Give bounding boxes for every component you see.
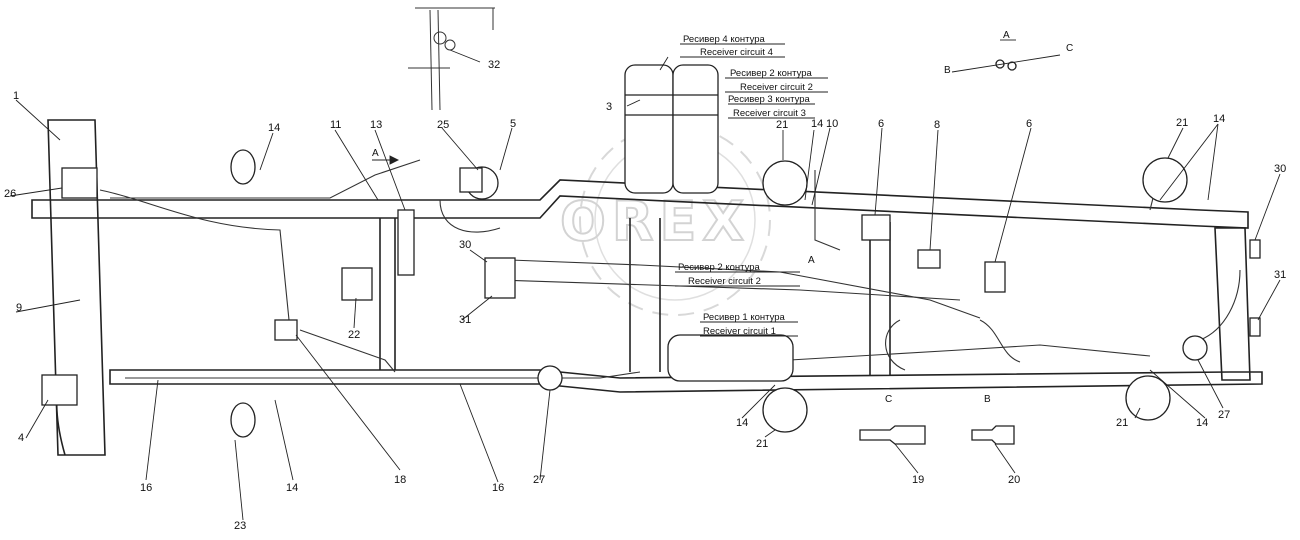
callout-14a: 14	[268, 122, 280, 134]
valve-27a	[537, 365, 563, 391]
view-c-top: C	[1066, 43, 1073, 54]
valve-26	[61, 167, 98, 199]
callout-1: 1	[13, 90, 19, 102]
valve-6b	[984, 261, 1006, 293]
callout-21a: 21	[776, 119, 788, 131]
callout-30a: 30	[459, 239, 471, 251]
pneumatic-lines	[99, 159, 1241, 379]
brake-chamber-21a	[762, 160, 808, 206]
callout-14b: 14	[811, 118, 823, 130]
callout-21d: 21	[1116, 417, 1128, 429]
label-r1-en: Receiver circuit 1	[703, 326, 776, 337]
valve-30	[1249, 239, 1261, 259]
callout-27b: 27	[1218, 409, 1230, 421]
receiver-circuit-2-tank	[672, 64, 719, 194]
callout-23: 23	[234, 520, 246, 532]
callout-27a: 27	[533, 474, 545, 486]
callout-21b: 21	[1176, 117, 1188, 129]
callout-14d: 14	[736, 417, 748, 429]
view-letters: A B C A A C B	[372, 30, 1073, 405]
label-r2b-en: Receiver circuit 2	[688, 276, 761, 287]
callout-26: 26	[4, 188, 16, 200]
label-r2-en: Receiver circuit 2	[740, 82, 813, 93]
label-r2b-ru: Ресивер 2 контура	[678, 262, 761, 273]
callout-10: 10	[826, 118, 838, 130]
callout-13: 13	[370, 119, 382, 131]
valve-8	[917, 249, 941, 269]
callout-20: 20	[1008, 474, 1020, 486]
callout-22: 22	[348, 329, 360, 341]
callouts: 1 3 4 5 6 6 8 9 10 11 13 14 14 14 14 14 …	[4, 59, 1286, 532]
callout-16a: 16	[140, 482, 152, 494]
callout-32: 32	[488, 59, 500, 71]
fitting-20	[971, 425, 1015, 445]
callout-9: 9	[16, 302, 22, 314]
callout-14c: 14	[1213, 113, 1225, 125]
receiver-circuit-4-tank	[624, 64, 674, 194]
callout-31a: 31	[459, 314, 471, 326]
label-r1-ru: Ресивер 1 контура	[703, 312, 786, 323]
valve-22	[341, 267, 373, 301]
valve-27b	[1182, 335, 1208, 361]
brake-chamber-21d	[1125, 375, 1171, 421]
callout-5: 5	[510, 118, 516, 130]
view-a-mid: A	[808, 255, 815, 266]
brake-chamber-21c	[762, 387, 808, 433]
valve-block-30-31	[484, 257, 516, 299]
label-r4-ru: Ресивер 4 контура	[683, 34, 766, 45]
callout-30b: 30	[1274, 163, 1286, 175]
fitting-19	[859, 425, 926, 445]
callout-21c: 21	[756, 438, 768, 450]
chassis-frame	[31, 119, 1263, 456]
callout-14f: 14	[1196, 417, 1208, 429]
callout-6b: 6	[1026, 118, 1032, 130]
view-a-top: A	[1003, 30, 1010, 41]
callout-14e: 14	[286, 482, 298, 494]
callout-25: 25	[437, 119, 449, 131]
callout-16b: 16	[492, 482, 504, 494]
callout-3: 3	[606, 101, 612, 113]
callout-8: 8	[934, 119, 940, 131]
valve-31	[1249, 317, 1261, 337]
chamber-14-front-lower	[230, 402, 256, 438]
receivers	[624, 64, 794, 382]
label-r3-en: Receiver circuit 3	[733, 108, 806, 119]
label-r2-ru: Ресивер 2 контура	[730, 68, 813, 79]
brake-chamber-21b	[1142, 157, 1188, 203]
valve-18	[274, 319, 298, 341]
callout-4: 4	[18, 432, 24, 444]
label-r4-en: Receiver circuit 4	[700, 47, 773, 58]
chamber-14-front-upper	[230, 149, 256, 185]
view-b-bottom: B	[984, 394, 991, 405]
detail-32	[408, 7, 495, 111]
watermark-text: OREX	[560, 190, 750, 253]
receiver-labels: Ресивер 4 контура Receiver circuit 4 Рес…	[678, 34, 813, 337]
label-r3-ru: Ресивер 3 контура	[728, 94, 811, 105]
receiver-circuit-1-tank	[667, 334, 794, 382]
view-b-top: B	[944, 65, 951, 76]
callout-19: 19	[912, 474, 924, 486]
callout-31b: 31	[1274, 269, 1286, 281]
view-a-arrow: A	[372, 148, 379, 159]
callout-6a: 6	[878, 118, 884, 130]
valve-6a	[861, 214, 891, 241]
dryer-13	[397, 209, 415, 276]
callout-11: 11	[330, 119, 341, 131]
view-c-bottom: C	[885, 394, 892, 405]
leader-lines	[9, 39, 1281, 521]
valve-5	[459, 167, 483, 193]
components	[41, 59, 1261, 445]
callout-18: 18	[394, 474, 406, 486]
